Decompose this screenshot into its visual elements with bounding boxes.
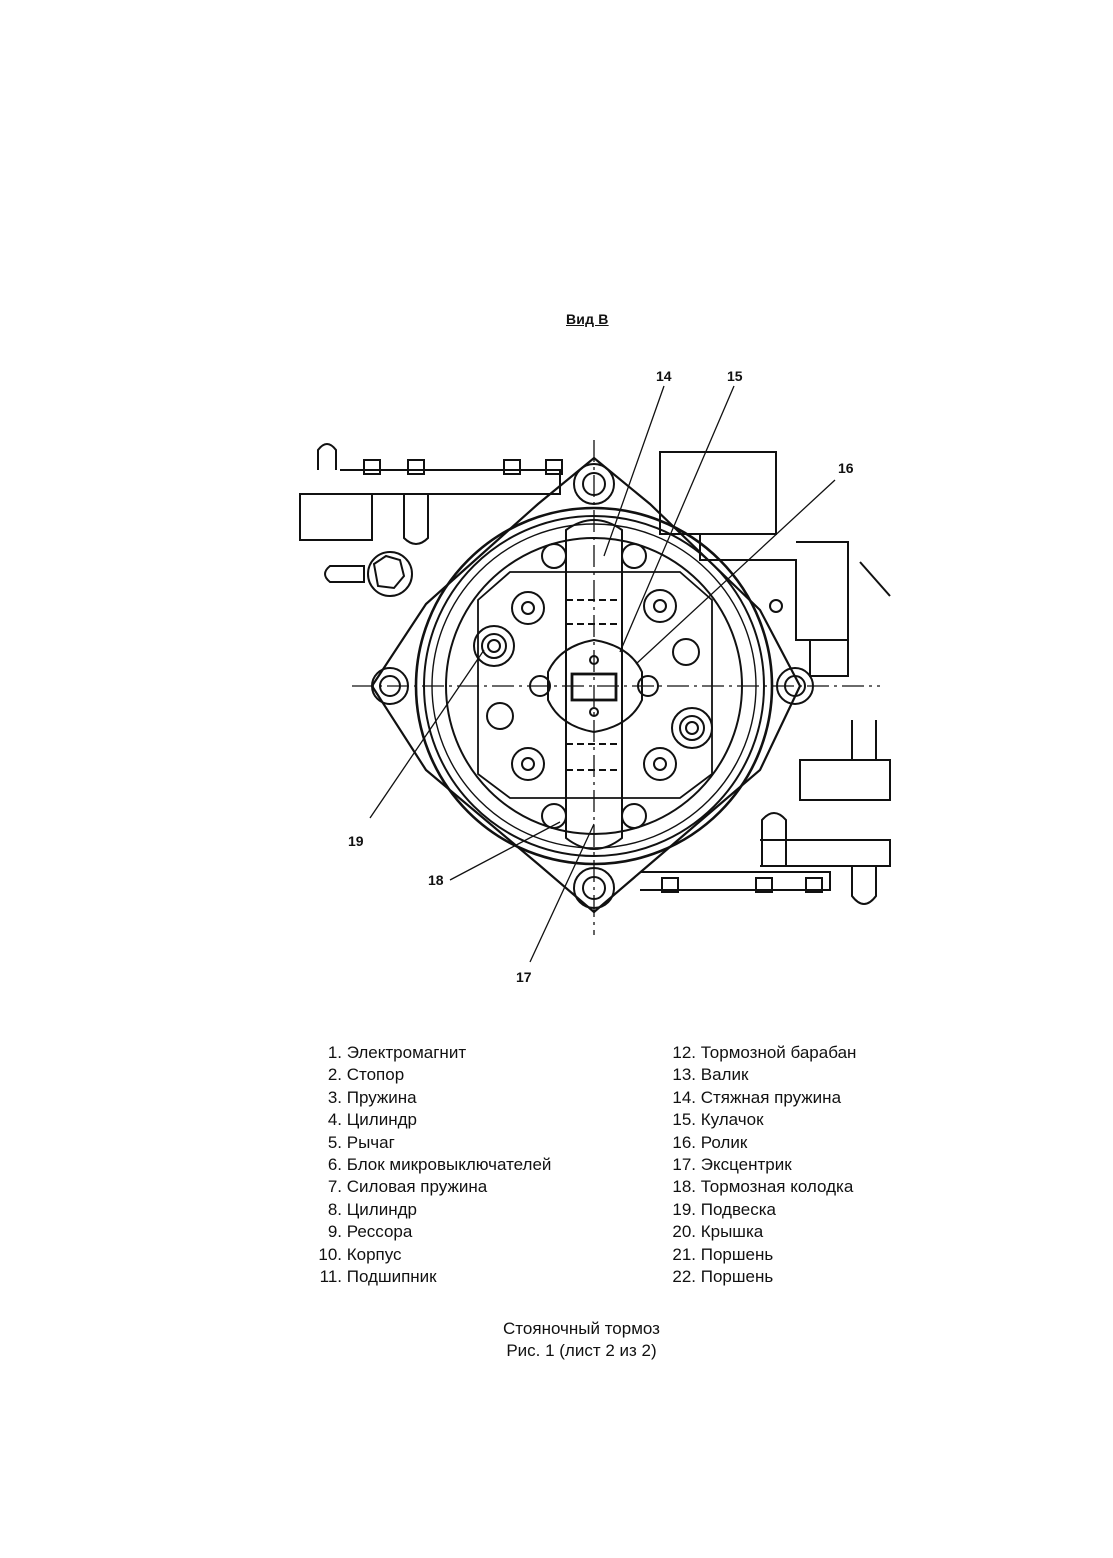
legend-item: 17. Эксцентрик xyxy=(672,1154,792,1174)
figure-title: Стояночный тормоз xyxy=(503,1319,660,1338)
suspension-rings xyxy=(473,625,713,749)
figure-number: Рис. 1 (лист 2 из 2) xyxy=(506,1341,657,1360)
callout-14: 14 xyxy=(656,368,672,384)
legend-item: 20. Крышка xyxy=(672,1222,764,1242)
legend-item: 8. Цилиндр xyxy=(327,1199,417,1219)
view-title: Вид В xyxy=(566,311,609,327)
legend-item: 16. Ролик xyxy=(672,1132,748,1152)
legend-item: 11. Подшипник xyxy=(319,1266,437,1286)
legend-item: 7. Силовая пружина xyxy=(327,1177,488,1197)
legend-right-column: 12. Тормозной барабан 13. Валик 14. Стяж… xyxy=(656,1042,856,1288)
callout-18: 18 xyxy=(428,872,444,888)
left-cylinder-assembly xyxy=(299,443,563,597)
brake-shoe-strip xyxy=(565,519,623,850)
legend-item: 5. Рычаг xyxy=(327,1132,395,1152)
legend-item: 2. Стопор xyxy=(327,1065,405,1085)
legend-item: 15. Кулачок xyxy=(672,1110,764,1130)
flange-lugs xyxy=(371,463,814,909)
cover-bolts xyxy=(486,543,700,829)
callout-17: 17 xyxy=(516,969,532,985)
legend-item: 18. Тормозная колодка xyxy=(672,1177,854,1197)
housing-flange xyxy=(370,456,802,914)
legend-item: 1. Электромагнит xyxy=(327,1043,467,1062)
legend-item: 10. Корпус xyxy=(318,1244,402,1264)
legend-item: 22. Поршень xyxy=(672,1266,774,1286)
legend-item: 4. Цилиндр xyxy=(327,1110,417,1130)
legend-item: 19. Подвеска xyxy=(672,1199,777,1219)
callout-15: 15 xyxy=(727,368,743,384)
legend-item: 6. Блок микровыключателей xyxy=(327,1154,552,1174)
legend-item: 12. Тормозной барабан xyxy=(672,1043,857,1062)
central-cam xyxy=(529,638,659,734)
legend-item: 14. Стяжная пружина xyxy=(672,1087,842,1107)
callout-19: 19 xyxy=(348,833,364,849)
callout-16: 16 xyxy=(838,460,854,476)
legend-item: 13. Валик xyxy=(672,1065,749,1085)
legend-left-column: 1. Электромагнит 2. Стопор 3. Пружина 4.… xyxy=(298,1042,551,1288)
legend-item: 3. Пружина xyxy=(327,1087,417,1107)
leader-lines xyxy=(369,385,836,963)
right-cylinder-assembly xyxy=(640,720,891,905)
legend-item: 21. Поршень xyxy=(672,1244,774,1264)
legend-item: 9. Рессора xyxy=(327,1222,413,1242)
